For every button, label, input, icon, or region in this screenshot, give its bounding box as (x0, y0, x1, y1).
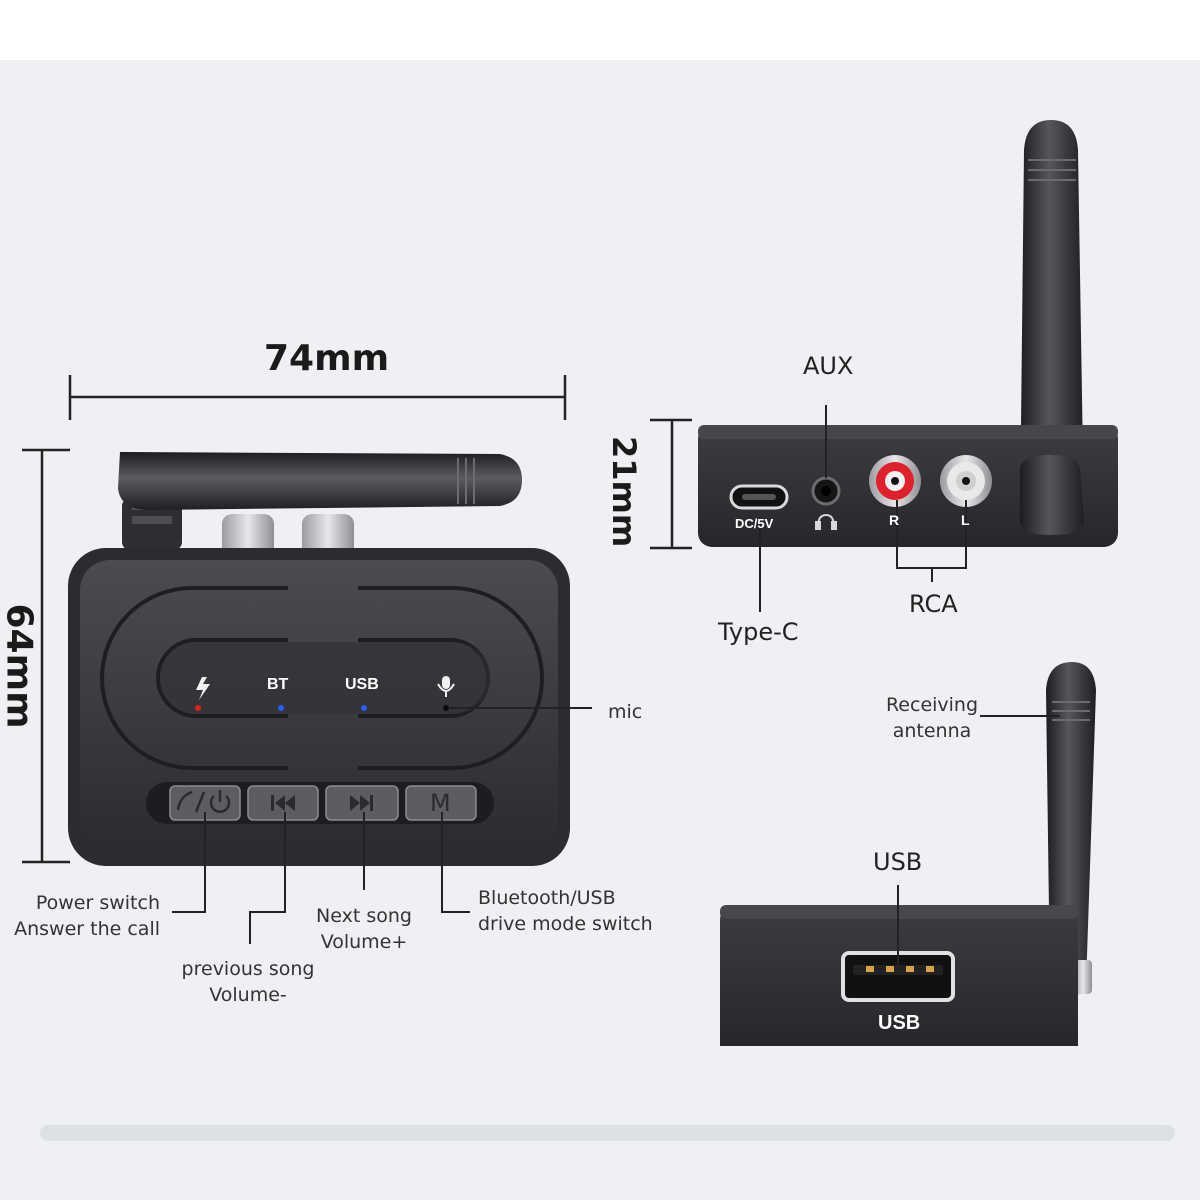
usb-port-label: USB (878, 1012, 921, 1034)
next-callout-line2: Volume+ (320, 931, 408, 953)
power-callout-line2: Answer the call (14, 918, 160, 940)
prev-callout: previous song Volume- (182, 956, 315, 1008)
width-dimension-line (68, 375, 567, 420)
power-callout: Power switch Answer the call (0, 890, 160, 942)
bt-indicator-label: BT (267, 676, 289, 693)
antenna-callout-line1: Receiving (885, 694, 979, 716)
width-dimension-label: 74mm (264, 338, 390, 379)
power-callout-line1: Power switch (35, 892, 160, 914)
prev-callout-line1: previous song (181, 958, 315, 980)
next-callout: Next song Volume+ (316, 903, 412, 955)
front-antenna (118, 452, 522, 510)
headphone-icon (815, 513, 837, 530)
ports-device (698, 120, 1118, 547)
previous-track-icon (271, 795, 295, 811)
bt-led (278, 705, 284, 711)
antenna-callout-line2: antenna (892, 720, 972, 742)
mode-callout-line2: drive mode switch (478, 913, 653, 935)
depth-dimension-label: 21mm (605, 436, 643, 548)
type-c-label: Type-C (718, 618, 799, 646)
dc-label: DC/5V (735, 516, 774, 531)
power-bolt-icon (196, 677, 210, 700)
front-device (68, 452, 570, 866)
r-label: R (889, 512, 900, 528)
mode-callout-line1: Bluetooth/USB (478, 887, 616, 909)
rca-label: RCA (909, 590, 958, 618)
mic-icon (437, 676, 455, 697)
height-dimension-label: 64mm (0, 603, 40, 729)
l-label: L (961, 512, 970, 528)
phone-power-icon (176, 790, 231, 813)
depth-dimension-line (650, 418, 692, 550)
next-callout-line1: Next song (316, 905, 412, 927)
next-track-icon (350, 795, 373, 811)
usb-callout-lines (897, 715, 1060, 970)
power-led (195, 705, 201, 711)
antenna-callout: Receiving antenna (886, 692, 978, 744)
prev-callout-line2: Volume- (209, 984, 287, 1006)
usb-indicator-label: USB (345, 676, 379, 693)
usb-led (361, 705, 367, 711)
mode-callout: Bluetooth/USB drive mode switch (478, 885, 653, 937)
front-callout-lines (172, 707, 592, 944)
mic-hole (443, 705, 449, 711)
usb-callout-label: USB (873, 848, 923, 876)
bottom-divider (40, 1125, 1175, 1141)
ports-callout-lines (759, 405, 967, 612)
height-dimension-line (22, 448, 70, 864)
mic-callout: mic (608, 701, 643, 723)
mode-button-label: M (430, 789, 451, 817)
aux-label: AUX (803, 352, 854, 380)
